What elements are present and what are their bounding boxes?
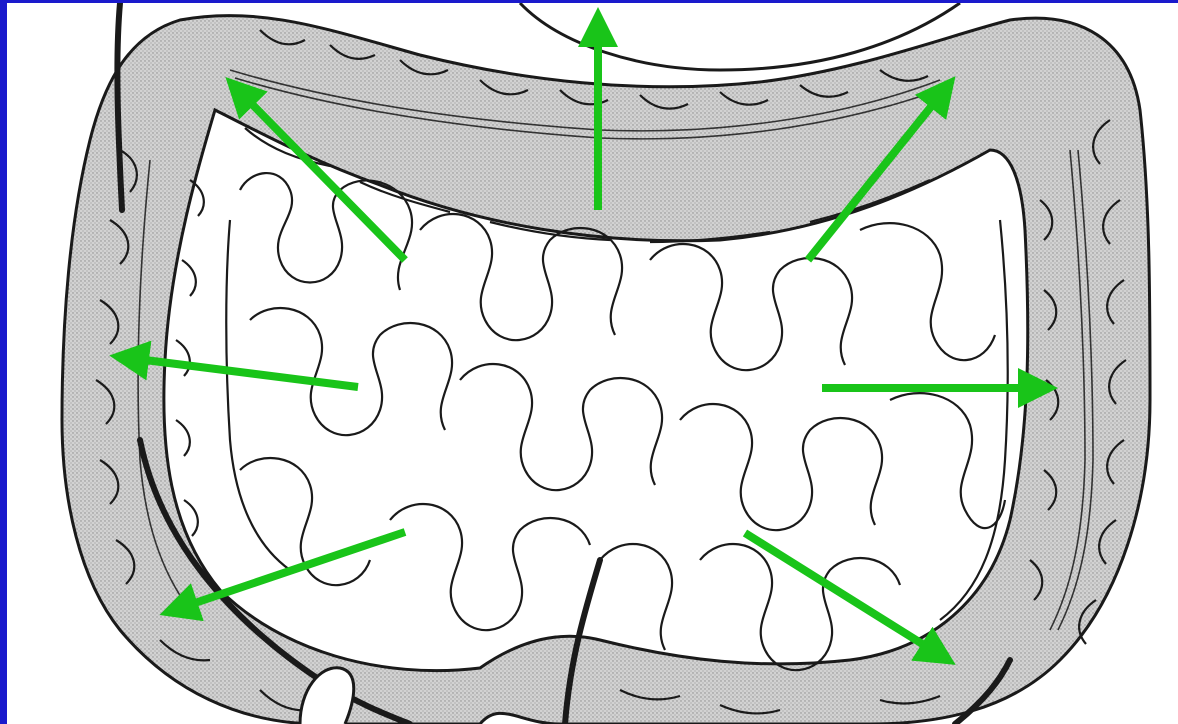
slide-border-top [0,0,1178,3]
slide-border-left [0,0,7,724]
